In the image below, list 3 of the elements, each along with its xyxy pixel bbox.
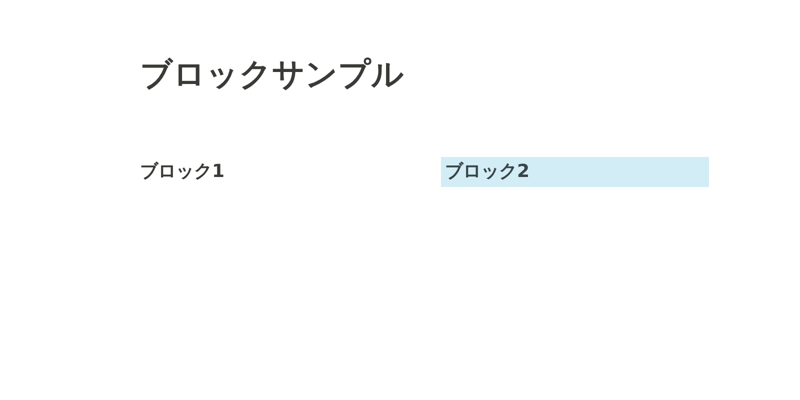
block-heading: ブロック1 xyxy=(140,161,225,183)
title: ブロックサンプル xyxy=(140,54,404,94)
shaded-block: ブロック2 xyxy=(441,157,709,187)
